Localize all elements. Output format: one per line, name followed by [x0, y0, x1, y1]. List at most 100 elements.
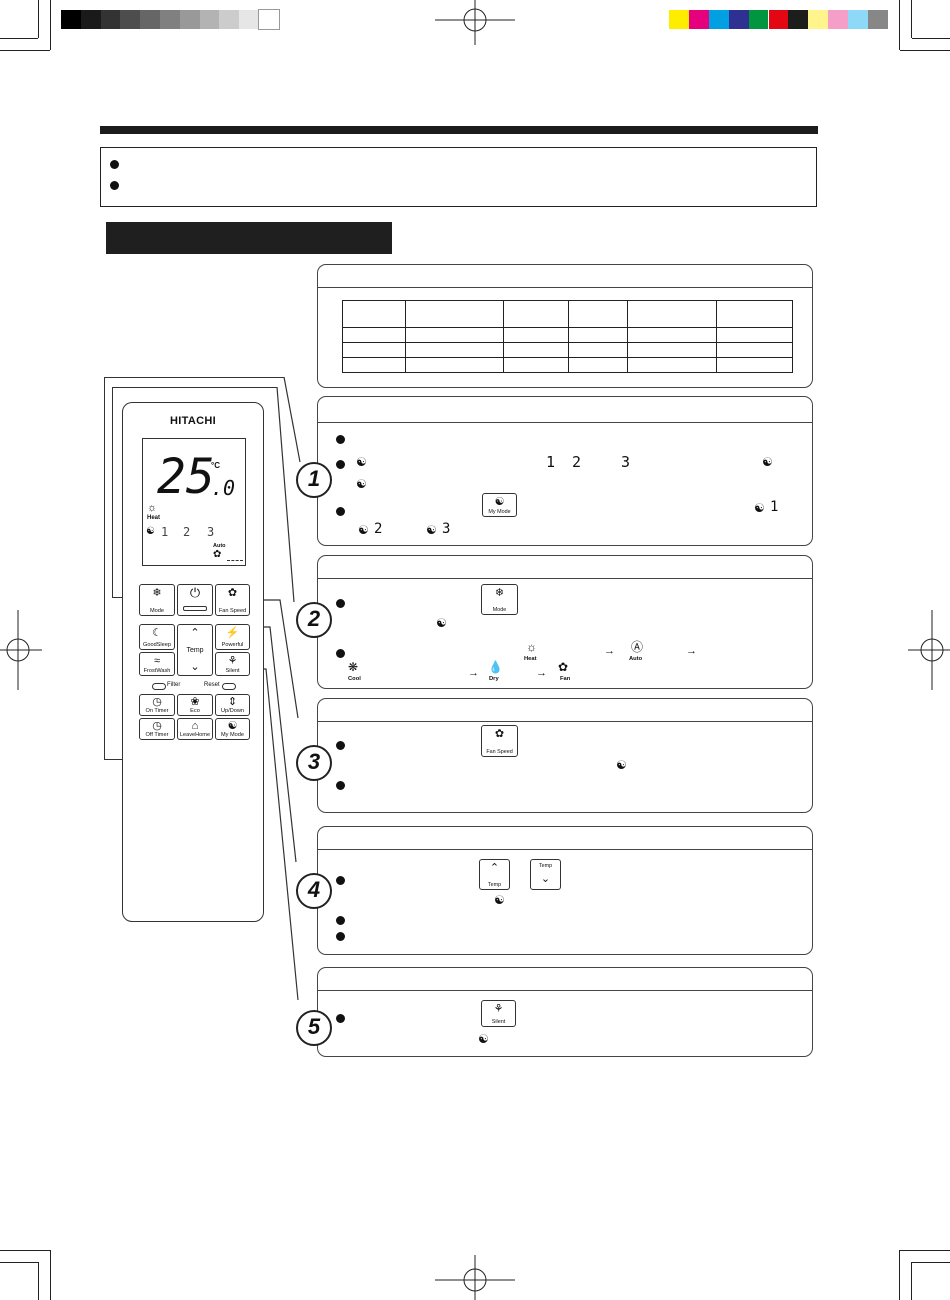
leader-line: [112, 387, 277, 389]
fan-icon: ✿: [494, 728, 505, 740]
callout-2: 2: [296, 602, 332, 638]
crop-mark: [899, 0, 900, 50]
process-swatch: [748, 10, 769, 29]
arrow-icon: →: [686, 645, 697, 657]
process-swatch: [868, 10, 888, 29]
moon-icon: ☾: [152, 627, 162, 639]
crop-mark: [38, 0, 39, 38]
mode-button[interactable]: ❄ Mode: [481, 584, 518, 615]
gray-swatch: [140, 10, 160, 29]
level-1-digit: 1: [546, 453, 556, 471]
silent-icon: ⚘: [493, 1003, 504, 1015]
goodsleep-button[interactable]: ☾ GoodSleep: [139, 624, 175, 650]
off-timer-button[interactable]: ◷ Off Timer: [139, 718, 175, 740]
process-swatch: [708, 10, 729, 29]
fan-bars: [227, 560, 243, 561]
temperature-decimal: .0: [211, 476, 236, 500]
heat-icon: ☼: [526, 640, 537, 654]
eco-button[interactable]: ❀ Eco: [177, 694, 213, 716]
leaf-icon: ❀: [190, 696, 200, 708]
crop-mark: [912, 38, 950, 39]
fan-icon: ✿: [227, 587, 238, 599]
callout-1: 1: [296, 462, 332, 498]
dry-label: Dry: [489, 676, 499, 682]
fan-icon: ✿: [558, 660, 569, 674]
info-panel-1: ☯ ☯ 1 2 3 ☯ ☯ My Mode ☯ 1 ☯ 2 ☯ 3: [317, 396, 813, 546]
callout-4: 4: [296, 873, 332, 909]
mode-button[interactable]: ❄ Mode: [139, 584, 175, 616]
gray-swatch: [239, 10, 259, 29]
bullet-icon: [336, 435, 345, 444]
frostwash-button[interactable]: ≈ FrostWash: [139, 652, 175, 676]
crop-mark: [50, 0, 51, 50]
bullet-icon: [336, 599, 345, 608]
updown-button[interactable]: ⇕ Up/Down: [215, 694, 250, 716]
heat-icon: ☼: [147, 502, 158, 514]
process-swatch: [788, 10, 809, 29]
temp-down-button[interactable]: Temp ⌄: [530, 859, 561, 890]
registration-mark: [0, 610, 42, 690]
powerful-icon: ⚡: [225, 627, 240, 639]
arrow-icon: →: [604, 645, 615, 657]
fan-speed-button[interactable]: ✿ Fan Speed: [481, 725, 518, 757]
level-3-digit: 3: [621, 453, 631, 471]
mymode-icon: ☯: [356, 455, 367, 469]
mode-label: Heat: [147, 515, 161, 521]
process-swatch: [688, 10, 709, 29]
fan-label: Fan: [560, 676, 571, 682]
callout-3: 3: [296, 745, 332, 781]
dry-icon: 💧: [488, 660, 503, 674]
gray-swatch: [80, 10, 101, 29]
process-swatch: [848, 10, 868, 29]
temperature-unit: °C: [211, 461, 220, 470]
silent-button[interactable]: ⚘ Silent: [215, 652, 250, 676]
crop-mark: [900, 50, 950, 51]
power-button[interactable]: ⏻: [177, 584, 213, 616]
reset-label: Reset: [204, 682, 220, 688]
on-timer-button[interactable]: ◷ On Timer: [139, 694, 175, 716]
chevron-down-icon: ⌄: [190, 661, 200, 673]
bullet-icon: [336, 507, 345, 516]
bullet-icon: [336, 649, 345, 658]
level-3-digit: 3: [442, 521, 451, 537]
bullet-icon: [336, 916, 345, 925]
bullet-icon: [336, 932, 345, 941]
process-swatch: [808, 10, 829, 29]
gray-swatch: [219, 10, 240, 29]
mymode-icon: ☯: [146, 526, 155, 537]
fan-icon: ✿: [213, 549, 222, 560]
mymode-button[interactable]: ☯ My Mode: [215, 718, 250, 740]
bullet-icon: [336, 460, 345, 469]
leavehome-button[interactable]: ⌂ LeaveHome: [177, 718, 213, 740]
crop-mark: [50, 1250, 51, 1300]
fan-label: Auto: [213, 543, 226, 549]
arrow-icon: →: [468, 667, 479, 679]
mymode-icon: ☯: [762, 455, 773, 469]
silent-button[interactable]: ⚘ Silent: [481, 1000, 516, 1027]
fan-speed-button[interactable]: ✿ Fan Speed: [215, 584, 250, 616]
crop-mark: [38, 1262, 39, 1300]
filter-button[interactable]: [152, 683, 166, 690]
reset-button[interactable]: [222, 683, 236, 690]
process-swatch: [669, 10, 689, 29]
mymode-icon: ☯: [358, 523, 369, 537]
gray-swatch: [160, 10, 180, 29]
chevron-down-icon: ⌄: [540, 873, 551, 885]
bullet-icon: [336, 1014, 345, 1023]
clock-icon: ◷: [152, 720, 162, 732]
bullet-icon: [336, 741, 345, 750]
temp-rocker-button[interactable]: ⌃ Temp ⌄: [177, 624, 213, 676]
auto-icon: Ⓐ: [631, 640, 644, 654]
filter-label: Filter: [167, 682, 181, 688]
lcd-display: 25 .0 °C ☼ Heat ☯ 1 2 3 Auto ✿: [142, 438, 246, 566]
mymode-button[interactable]: ☯ My Mode: [482, 493, 517, 517]
powerful-button[interactable]: ⚡ Powerful: [215, 624, 250, 650]
home-icon: ⌂: [191, 720, 199, 732]
bullet-icon: [110, 181, 119, 190]
crop-mark: [912, 1262, 950, 1263]
bullet-icon: [336, 876, 345, 885]
mymode-icon: ☯: [616, 758, 627, 772]
temp-up-button[interactable]: ⌃ Temp: [479, 859, 510, 890]
crop-mark: [911, 1262, 912, 1300]
gray-swatch: [100, 10, 121, 29]
